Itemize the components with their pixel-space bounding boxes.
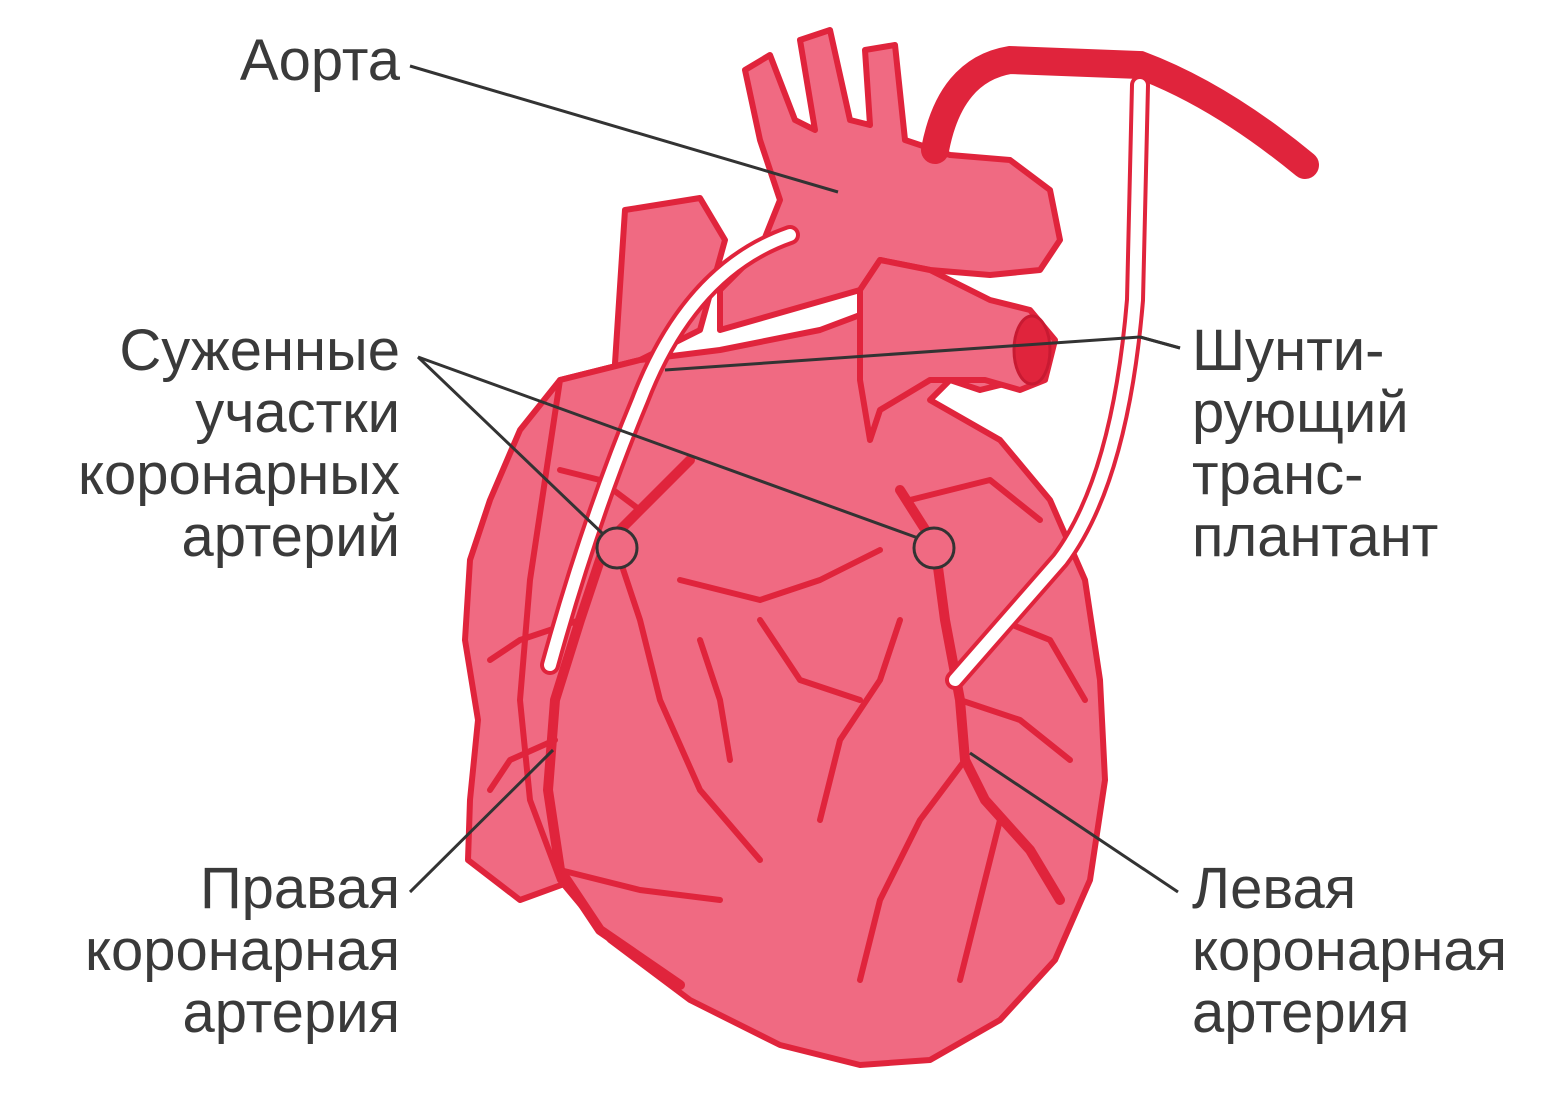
label-line: коронарная: [1192, 920, 1507, 982]
label-line: рующий: [1192, 382, 1438, 444]
label-line: Правая: [85, 858, 400, 920]
label-line: Левая: [1192, 858, 1507, 920]
label-line: коронарных: [78, 444, 400, 506]
label-line: Шунти-: [1192, 320, 1438, 382]
label-line: транс-: [1192, 444, 1438, 506]
graft-origin-vessel: [935, 60, 1305, 165]
label-line: участки: [78, 382, 400, 444]
label-line: плантант: [1192, 506, 1438, 568]
label-line: коронарная: [85, 920, 400, 982]
label-line: артерия: [1192, 982, 1507, 1044]
leader-graft-right: [1140, 337, 1180, 348]
heart-body: [465, 30, 1105, 1065]
label-line: артерия: [85, 982, 400, 1044]
narrowing-marker-left: [914, 528, 954, 568]
label-line: Аорта: [240, 30, 400, 92]
pulmonary-opening: [1014, 316, 1050, 384]
label-line: Суженные: [78, 320, 400, 382]
label-aorta: Аорта: [240, 30, 400, 92]
label-line: артерий: [78, 506, 400, 568]
